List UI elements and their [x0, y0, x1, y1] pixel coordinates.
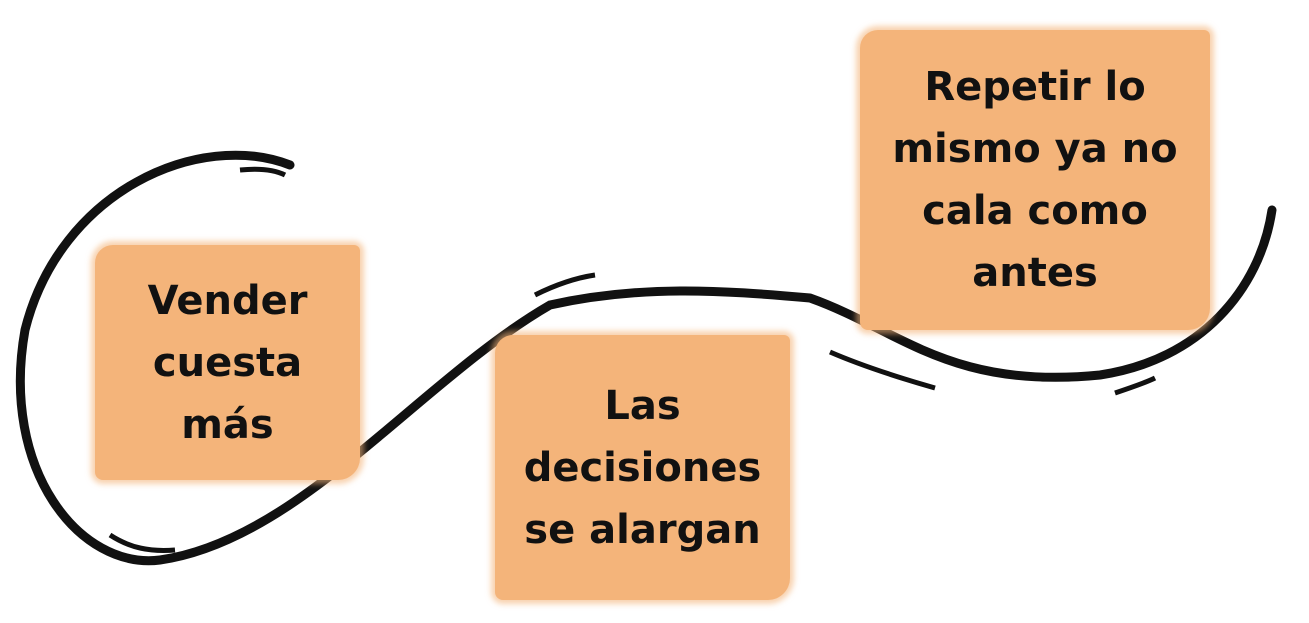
label-decisiones: Las decisiones se alargan	[495, 335, 790, 600]
label-vender: Vender cuesta más	[95, 245, 360, 480]
label-text: Las decisiones se alargan	[523, 382, 762, 553]
label-repetir: Repetir lo mismo ya no cala como antes	[860, 30, 1210, 330]
label-text: Repetir lo mismo ya no cala como antes	[892, 64, 1178, 296]
label-text: Vender cuesta más	[147, 277, 308, 448]
